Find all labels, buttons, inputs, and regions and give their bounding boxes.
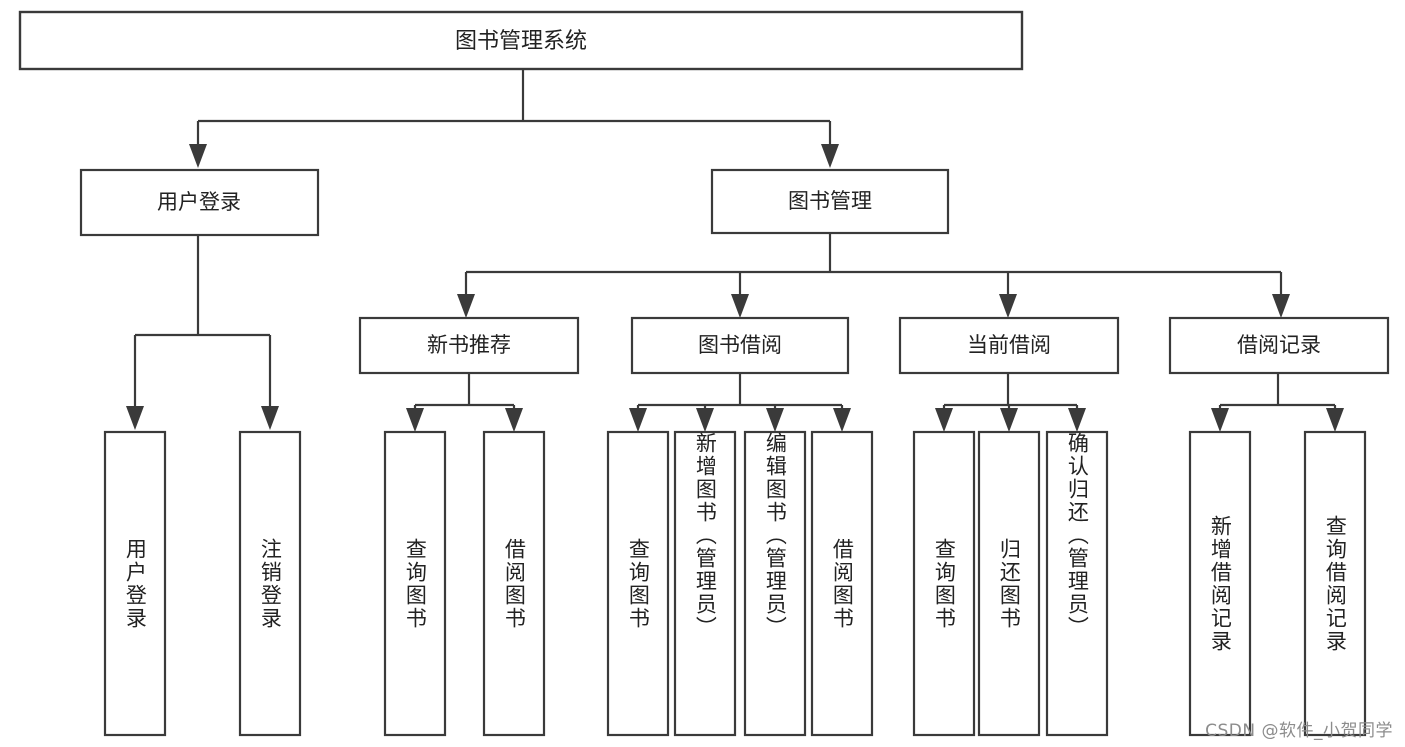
leaf-user-login-box[interactable] <box>103 430 167 737</box>
node-new-book-recommendation-box[interactable] <box>358 316 580 375</box>
leaf-return-books-box[interactable] <box>977 430 1041 737</box>
arrow-head-leaf-confirm-return-admin <box>1068 408 1086 432</box>
arrow-head-book-borrow <box>731 294 749 318</box>
leaf-borrow-books-box[interactable] <box>810 430 874 737</box>
node-user-login[interactable]: 用户登录 <box>79 168 320 237</box>
arrow-head-leaf-user-login <box>126 406 144 430</box>
arrow-head-leaf-query-books-borrow <box>629 408 647 432</box>
leaf-box-layer <box>103 430 1367 737</box>
node-user-login-label: 用户登录 <box>157 190 241 214</box>
arrow-head-leaf-borrow-books <box>833 408 851 432</box>
arrow-head-current-borrow <box>999 294 1017 318</box>
node-book-management-box[interactable] <box>710 168 950 235</box>
node-borrowing-records[interactable]: 借阅记录 <box>1168 316 1390 375</box>
arrow-head-leaf-return-books <box>1000 408 1018 432</box>
node-new-book-recommendation[interactable]: 新书推荐 <box>358 316 580 375</box>
node-borrowing-records-box[interactable] <box>1168 316 1390 375</box>
root-node-box[interactable] <box>18 10 1024 71</box>
arrow-head-borrow-records <box>1272 294 1290 318</box>
arrow-head-user-login <box>189 144 207 168</box>
leaf-add-borrow-record-box[interactable] <box>1188 430 1252 737</box>
root-node-label: 图书管理系统 <box>455 29 587 54</box>
csdn-watermark: CSDN @软件_小贺同学 <box>1205 721 1393 741</box>
node-current-borrowing-box[interactable] <box>898 316 1120 375</box>
leaf-edit-book-admin-box[interactable] <box>743 430 807 737</box>
arrow-head-book-management <box>821 144 839 168</box>
leaf-query-borrow-record-box[interactable] <box>1303 430 1367 737</box>
root-node-book-management-system[interactable]: 图书管理系统 <box>18 10 1024 71</box>
arrow-head-leaf-edit-book-admin <box>766 408 784 432</box>
arrow-head-leaf-add-book-admin <box>696 408 714 432</box>
node-new-book-recommendation-label: 新书推荐 <box>427 333 511 357</box>
arrow-head-leaf-query-books-recommend <box>406 408 424 432</box>
node-current-borrowing-label: 当前借阅 <box>967 333 1051 357</box>
leaf-query-books-borrow-box[interactable] <box>606 430 670 737</box>
node-borrowing-records-label: 借阅记录 <box>1237 333 1321 357</box>
arrow-head-leaf-logout <box>261 406 279 430</box>
node-book-borrowing-box[interactable] <box>630 316 850 375</box>
leaf-confirm-return-admin-box[interactable] <box>1045 430 1109 737</box>
leaf-query-books-current-box[interactable] <box>912 430 976 737</box>
arrow-head-new-book <box>457 294 475 318</box>
node-user-login-box[interactable] <box>79 168 320 237</box>
node-current-borrowing[interactable]: 当前借阅 <box>898 316 1120 375</box>
leaf-query-books-recommend-box[interactable] <box>383 430 447 737</box>
leaf-add-book-admin-box[interactable] <box>673 430 737 737</box>
arrow-head-leaf-add-borrow-record <box>1211 408 1229 432</box>
leaf-borrow-books-recommend-box[interactable] <box>482 430 546 737</box>
connector-layer <box>126 69 1344 432</box>
arrow-head-leaf-borrow-books-recommend <box>505 408 523 432</box>
node-book-borrowing[interactable]: 图书借阅 <box>630 316 850 375</box>
node-book-borrowing-label: 图书借阅 <box>698 333 782 357</box>
arrow-head-leaf-query-books-current <box>935 408 953 432</box>
node-book-management[interactable]: 图书管理 <box>710 168 950 235</box>
leaf-logout-box[interactable] <box>238 430 302 737</box>
node-book-management-label: 图书管理 <box>788 189 872 213</box>
arrow-head-leaf-query-borrow-record <box>1326 408 1344 432</box>
